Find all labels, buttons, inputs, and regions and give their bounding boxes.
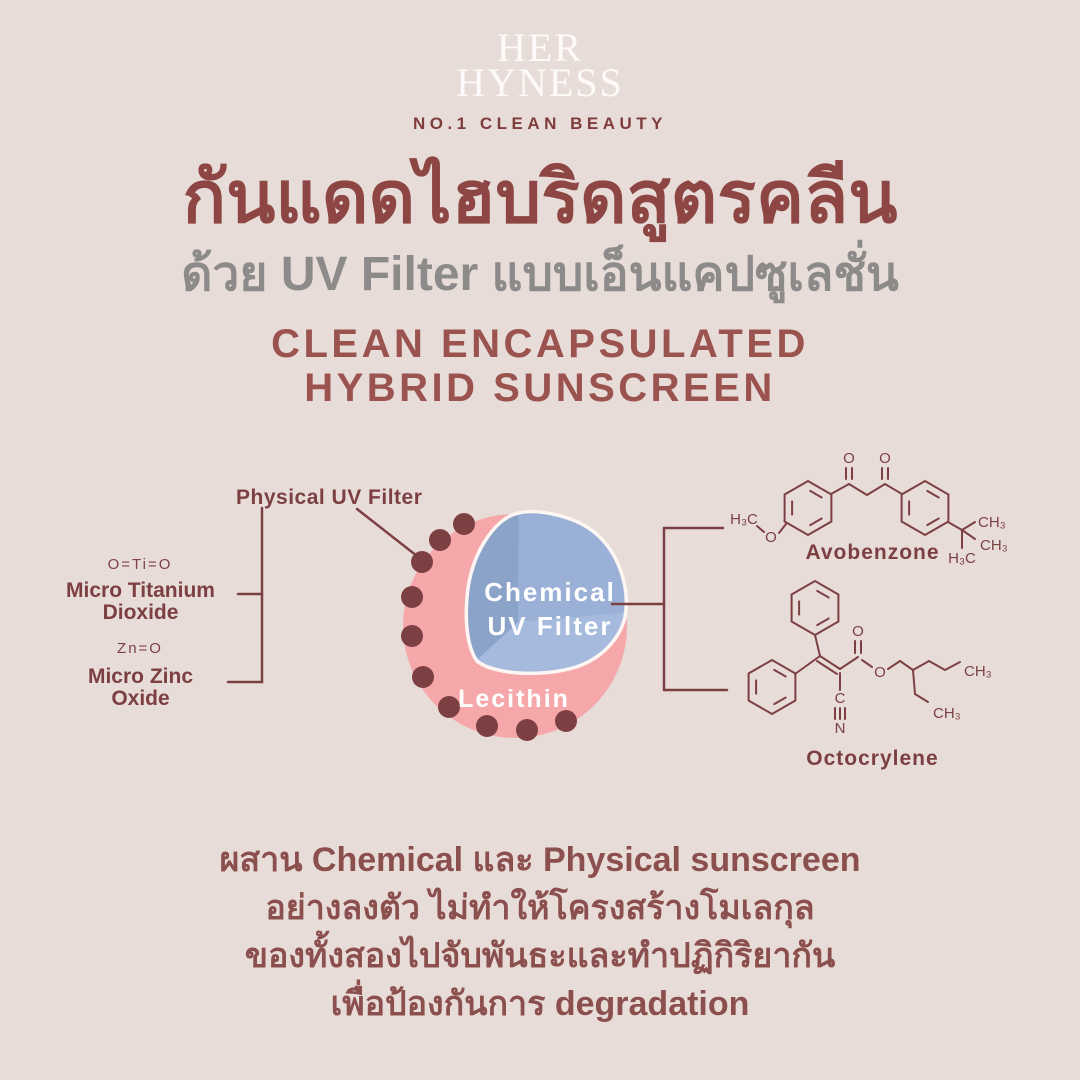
atom-label: O	[874, 664, 886, 681]
benzene-ring	[783, 479, 833, 537]
lecithin-dot	[401, 625, 423, 647]
atom-label: O	[879, 450, 891, 467]
micro-zinc-oxide-label: Micro Zinc Oxide	[48, 666, 233, 710]
benzene-ring	[747, 658, 797, 716]
footer-line1: ผสาน Chemical และ Physical sunscreen	[219, 841, 861, 879]
connector-lines	[226, 506, 729, 692]
octocrylene-structure	[747, 579, 961, 720]
lecithin-dot	[516, 719, 538, 741]
lecithin-dot	[476, 715, 498, 737]
brand-line2: HYNESS	[456, 60, 624, 105]
lecithin-dot	[555, 710, 577, 732]
lecithin-dot	[429, 529, 451, 551]
footer-line3: ของทั้งสองไปจับพันธะและทำปฏิกิริยากัน	[244, 937, 836, 975]
atom-label: H₃C	[948, 550, 976, 567]
avobenzone-atom-labels: H₃C O O O CH₃ CH₃ H₃C	[730, 450, 1008, 567]
lecithin-dot	[412, 666, 434, 688]
english-heading-line2: HYBRID SUNSCREEN	[304, 366, 776, 410]
avobenzone-name: Avobenzone	[805, 541, 940, 564]
brand-logo: HER HYNESS NO.1 CLEAN BEAUTY	[0, 25, 1080, 134]
atom-label: C	[835, 690, 846, 707]
atom-label: O	[843, 450, 855, 467]
chemical-label-line2: UV Filter	[487, 611, 613, 641]
chemical-uv-filter-label: Chemical UV Filter	[450, 575, 650, 643]
micro-zinc-line2: Oxide	[111, 687, 170, 710]
english-heading: CLEAN ENCAPSULATED HYBRID SUNSCREEN	[0, 322, 1080, 410]
lecithin-dots	[401, 513, 577, 741]
lecithin-dot	[453, 513, 475, 535]
benzene-ring	[790, 579, 840, 637]
micro-titanium-line1: Micro Titanium	[66, 579, 215, 602]
atom-label: CH₃	[980, 537, 1008, 554]
physical-uv-filter-label: Physical UV Filter	[236, 486, 423, 509]
octocrylene-atom-labels: O O CH₃ CH₃ C N	[835, 623, 992, 737]
physical-pointer	[355, 507, 419, 558]
titanium-dioxide-formula: O=Ti=O	[107, 556, 173, 573]
zinc-oxide-formula: Zn=O	[117, 640, 163, 657]
atom-label: CH₃	[964, 663, 992, 680]
brand-tagline: NO.1 CLEAN BEAUTY	[412, 114, 668, 133]
benzene-ring	[900, 479, 950, 537]
atom-label: O	[765, 529, 777, 546]
thai-title: กันแดดไฮบริดสูตรคลีน	[182, 158, 898, 238]
micro-titanium-dioxide-label: Micro Titanium Dioxide	[48, 580, 233, 624]
atom-label: O	[852, 623, 864, 640]
footer-line2: อย่างลงตัว ไม่ทำให้โครงสร้างโมเลกุล	[265, 889, 815, 927]
footer-line4: เพื่อป้องกันการ degradation	[330, 985, 750, 1023]
lecithin-label: Lecithin	[458, 685, 570, 713]
atom-label: CH₃	[978, 514, 1006, 531]
brand-line1: HER	[497, 25, 583, 70]
micro-zinc-line1: Micro Zinc	[87, 665, 193, 688]
english-heading-line1: CLEAN ENCAPSULATED	[271, 322, 809, 366]
footer-description: ผสาน Chemical และ Physical sunscreen อย่…	[0, 836, 1080, 1028]
thai-subtitle: ด้วย UV Filter แบบเอ็นแคปซูเลชั่น	[181, 248, 899, 301]
atom-label: CH₃	[933, 705, 961, 722]
lecithin-dot	[438, 696, 460, 718]
lecithin-dot	[401, 586, 423, 608]
chemical-label-line1: Chemical	[484, 577, 616, 607]
atom-label: H₃C	[730, 511, 758, 528]
micro-titanium-line2: Dioxide	[102, 601, 179, 624]
octocrylene-name: Octocrylene	[806, 747, 939, 770]
avobenzone-structure	[756, 467, 976, 549]
atom-label: N	[835, 720, 846, 737]
